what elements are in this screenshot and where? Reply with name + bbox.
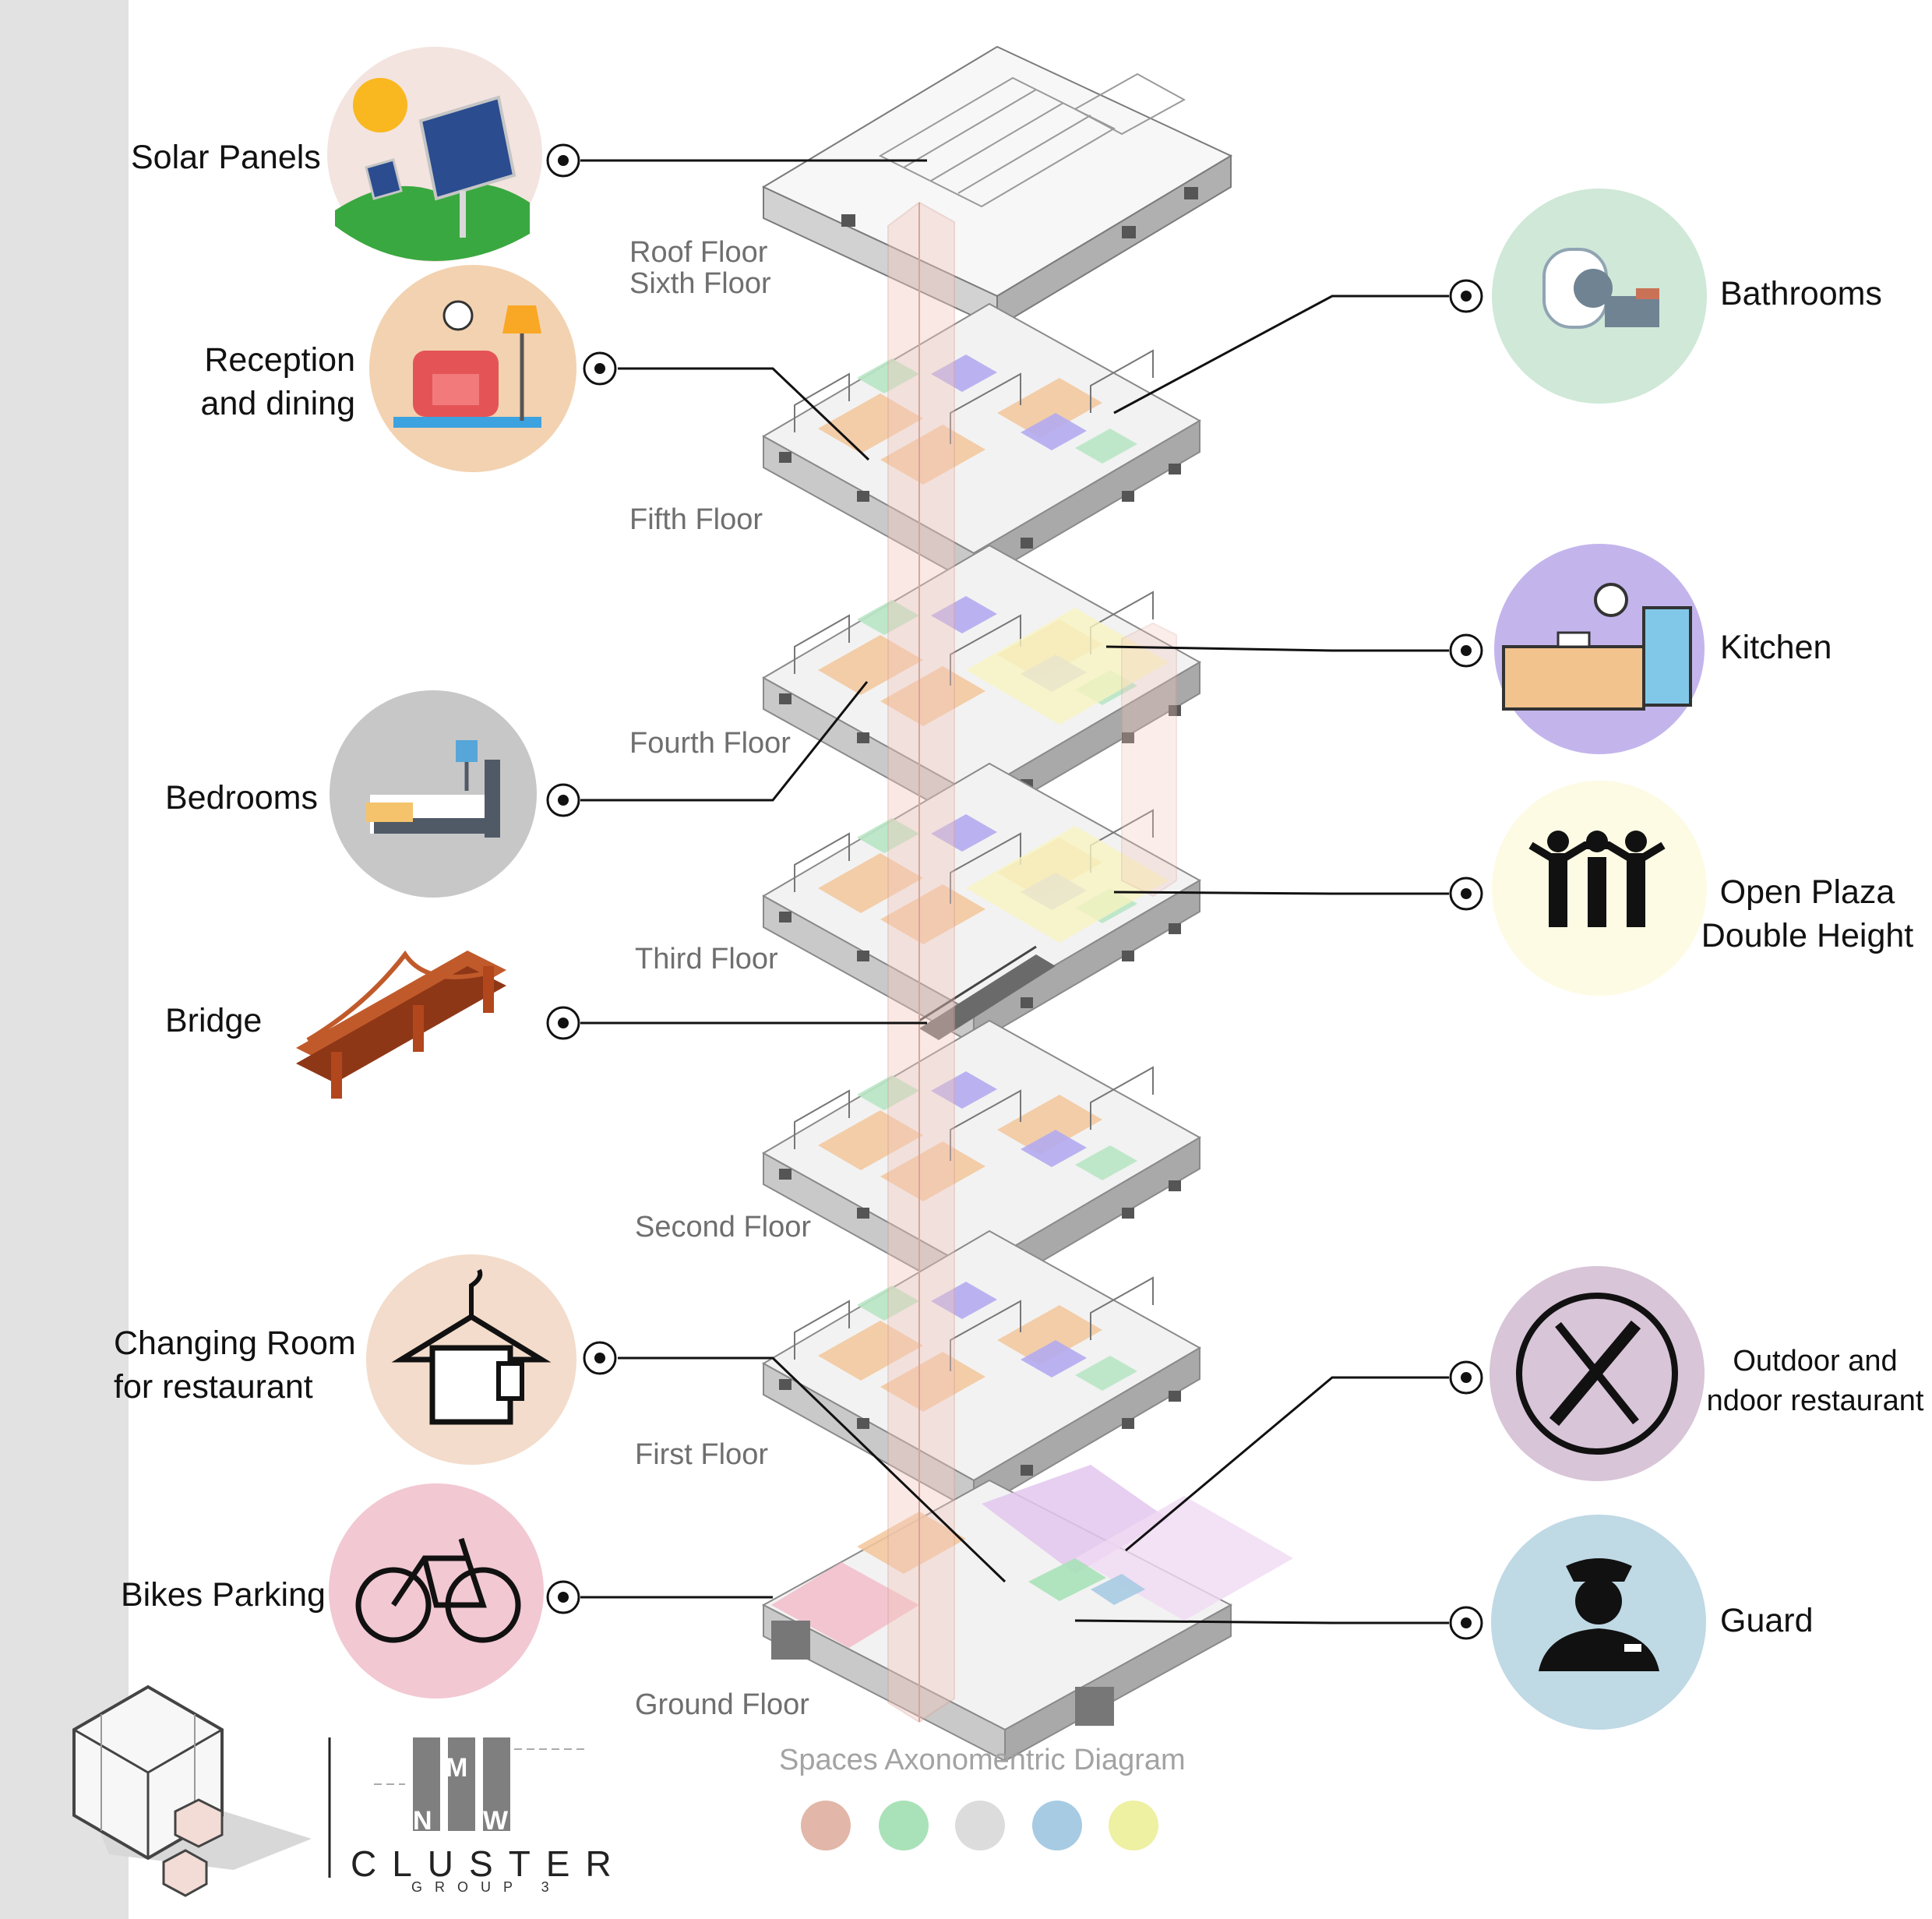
label-bridge: Bridge <box>165 1002 263 1039</box>
label-restaurant: Outdoor and ndoor restaurant <box>1698 1342 1932 1422</box>
label-plaza-line1: Open Plaza <box>1719 873 1895 911</box>
bathrooms-icon-circle <box>1492 189 1707 404</box>
label-changing-room: Changing Room for restaurant <box>114 1322 356 1409</box>
bridge-icon <box>296 950 506 1099</box>
diagram-caption: Spaces Axonomentric Diagram <box>779 1744 1186 1776</box>
label-restaurant-line2: ndoor restaurant <box>1706 1385 1924 1418</box>
label-bathrooms: Bathrooms <box>1720 275 1882 312</box>
floor-label-fourth: Fourth Floor <box>629 727 791 760</box>
vertical-core <box>887 201 955 1723</box>
label-changing-line2: for restaurant <box>114 1367 313 1406</box>
legend-dot-5 <box>1109 1801 1158 1850</box>
brand-logo-text: CLUSTER <box>351 1843 627 1884</box>
changing-room-icon-circle <box>366 1254 576 1465</box>
roof-floor-model <box>761 45 1233 329</box>
brand-logo-subtext: GROUP 3 <box>411 1879 562 1895</box>
label-guard: Guard <box>1720 1602 1814 1639</box>
fifth-floor-model <box>763 303 1200 585</box>
label-reception-line1: Reception <box>204 341 355 379</box>
kitchen-icon-circle <box>1494 544 1705 754</box>
legend-dot-3 <box>955 1801 1005 1850</box>
label-reception-line2: and dining <box>200 384 355 422</box>
svg-text:M: M <box>446 1753 467 1783</box>
label-changing-line1: Changing Room <box>114 1325 356 1362</box>
floor-label-roof: Roof Floor <box>629 236 768 269</box>
reception-icon-circle <box>369 265 576 472</box>
floor-label-sixth: Sixth Floor <box>629 266 771 300</box>
legend-dots <box>801 1801 1158 1850</box>
nmw-logo-mark: N M W <box>374 1737 584 1836</box>
label-bikes-parking: Bikes Parking <box>121 1576 326 1614</box>
label-bedrooms: Bedrooms <box>165 779 318 817</box>
bikes-parking-icon-circle <box>329 1483 544 1699</box>
label-solar-panels: Solar Panels <box>131 139 321 176</box>
bridge-model <box>918 945 1056 1040</box>
floor-label-first: First Floor <box>635 1438 768 1471</box>
restaurant-icon-circle <box>1490 1266 1705 1481</box>
legend-dot-2 <box>879 1801 929 1850</box>
label-plaza-line2: Double Height <box>1701 916 1914 954</box>
floor-label-roof-sixth: Roof Floor Sixth Floor <box>629 236 771 300</box>
callout-markers <box>546 143 1483 1640</box>
first-floor-model <box>763 1230 1200 1512</box>
open-plaza-volume <box>966 608 1169 725</box>
leader-lines <box>580 159 1449 1624</box>
label-open-plaza: Open Plaza Double Height <box>1698 871 1916 958</box>
label-reception: Reception and dining <box>179 339 355 426</box>
svg-text:N: N <box>413 1806 432 1836</box>
open-plaza-floor <box>966 826 1169 943</box>
cube-cluster-logo <box>72 1684 331 1897</box>
open-plaza-icon-circle <box>1492 781 1707 996</box>
bedrooms-icon-circle <box>330 690 537 898</box>
legend-dot-1 <box>801 1801 851 1850</box>
legend-dot-4 <box>1032 1801 1082 1850</box>
label-restaurant-line1: Outdoor and <box>1733 1345 1898 1378</box>
floor-label-second: Second Floor <box>635 1211 812 1243</box>
guard-icon-circle <box>1491 1515 1706 1730</box>
floor-label-ground: Ground Floor <box>635 1688 809 1721</box>
floor-label-third: Third Floor <box>635 943 778 975</box>
floor-label-fifth: Fifth Floor <box>629 503 763 536</box>
plaza-core <box>1121 622 1177 898</box>
solar-panels-icon-circle <box>327 47 542 262</box>
left-margin-bar <box>0 0 129 1919</box>
svg-text:W: W <box>483 1806 509 1836</box>
label-kitchen: Kitchen <box>1720 629 1832 666</box>
ground-floor-model <box>761 1465 1293 1762</box>
